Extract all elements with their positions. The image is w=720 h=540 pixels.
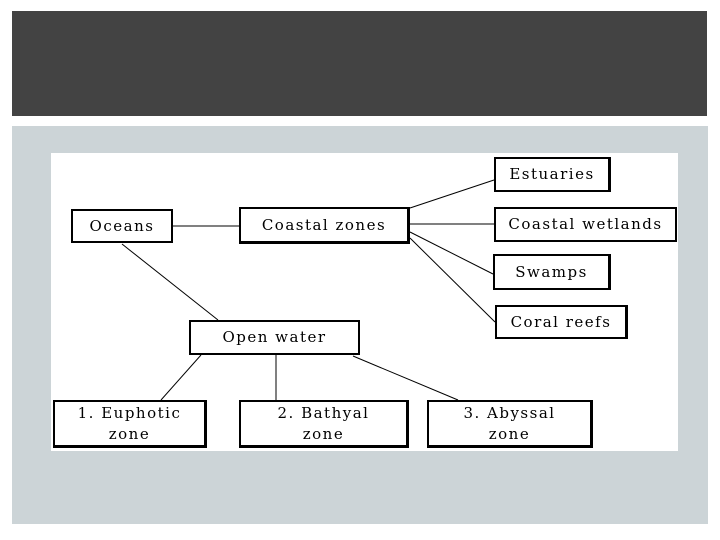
node-label: Estuaries xyxy=(509,165,595,183)
node-label: Open water xyxy=(222,328,327,346)
node-label: 2. Bathyal zone xyxy=(277,403,370,443)
node-coastal-zones: Coastal zones xyxy=(239,207,410,244)
node-label: Coral reefs xyxy=(510,312,612,331)
node-label: 1. Euphotic zone xyxy=(77,403,182,443)
node-oceans: Oceans xyxy=(71,209,173,243)
node-open-water: Open water xyxy=(189,320,360,355)
node-euphotic-zone: 1. Euphotic zone xyxy=(53,400,207,448)
node-swamps: Swamps xyxy=(493,254,611,290)
slide-title-bar xyxy=(12,11,707,116)
node-label: 3. Abyssal zone xyxy=(463,403,556,443)
node-bathyal-zone: 2. Bathyal zone xyxy=(239,400,409,448)
node-coastal-wetlands: Coastal wetlands xyxy=(494,207,677,242)
node-label: Coastal zones xyxy=(261,215,387,234)
node-abyssal-zone: 3. Abyssal zone xyxy=(427,400,593,448)
node-coral-reefs: Coral reefs xyxy=(495,305,628,339)
node-label: Swamps xyxy=(515,262,588,281)
node-label: Oceans xyxy=(89,216,155,235)
node-estuaries: Estuaries xyxy=(494,157,611,192)
node-label: Coastal wetlands xyxy=(508,215,663,233)
